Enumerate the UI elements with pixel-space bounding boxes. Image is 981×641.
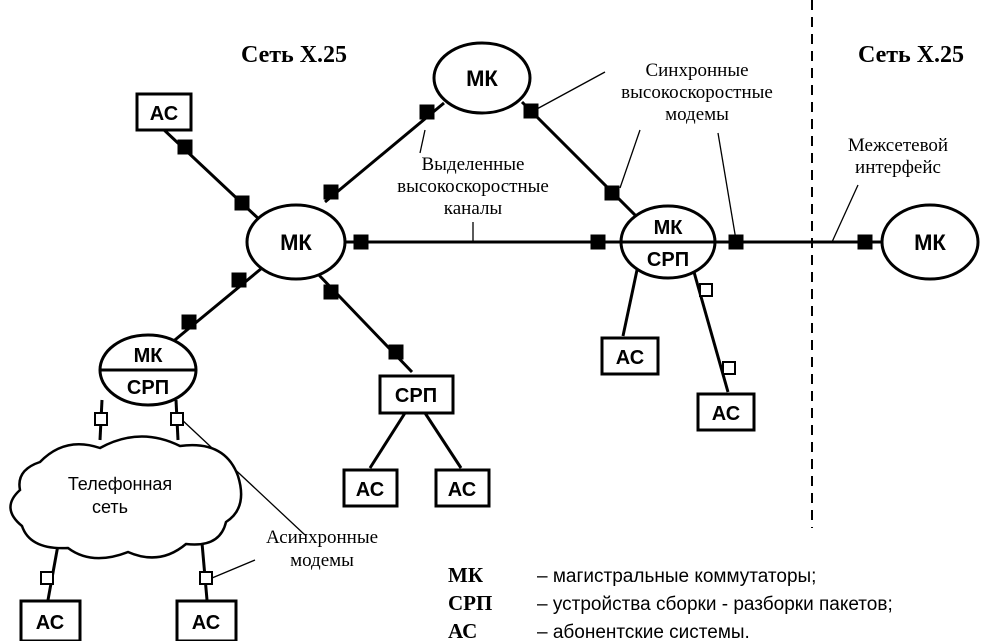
as-box-center-left bbox=[342, 468, 399, 508]
svg-text:высокоскоростные: высокоскоростные bbox=[621, 82, 773, 103]
as-center-right-label: АС bbox=[448, 479, 476, 501]
svg-text:Синхронные: Синхронные bbox=[645, 60, 748, 81]
mk-right-label: МК bbox=[914, 230, 946, 255]
srp-box-center bbox=[378, 374, 455, 415]
mk-srp-left-srp-label: СРП bbox=[127, 377, 169, 399]
async-modem-markers bbox=[40, 283, 736, 585]
sync-modem-markers bbox=[177, 103, 873, 360]
srp-center-label: СРП bbox=[395, 385, 437, 407]
telephone-network-label-line1: Телефонная bbox=[68, 474, 172, 494]
dedicated-channels-annotation: Выделенные высокоскоростные каналы bbox=[397, 154, 549, 219]
mk-node-right bbox=[880, 203, 980, 281]
svg-text:модемы: модемы bbox=[665, 104, 729, 125]
telephone-network-cloud bbox=[9, 435, 243, 560]
leader-lines bbox=[179, 71, 859, 579]
svg-text:каналы: каналы bbox=[444, 198, 503, 219]
telephone-network-label-line2: сеть bbox=[92, 497, 128, 517]
as-bottom-right-label: АС bbox=[192, 612, 220, 634]
mk-srp-node-right bbox=[619, 204, 717, 280]
mk-srp-right-srp-label: СРП bbox=[647, 249, 689, 271]
async-modems-annotation: Асинхронные модемы bbox=[266, 527, 378, 571]
as-box-center-right bbox=[434, 468, 491, 508]
as-box-right-lower-right bbox=[696, 392, 756, 432]
as-right-lower-left-label: АС bbox=[616, 347, 644, 369]
mk-node-center bbox=[245, 203, 347, 281]
legend-def-srp: – устройства сборки - разборки пакетов; bbox=[537, 594, 893, 615]
mk-srp-right-mk-label: МК bbox=[654, 217, 684, 239]
as-bottom-left-label: АС bbox=[36, 612, 64, 634]
as-box-top-left bbox=[135, 92, 193, 132]
legend: МК – магистральные коммутаторы; СРП – ус… bbox=[448, 563, 893, 641]
as-center-left-label: АС bbox=[356, 479, 384, 501]
as-top-left-label: АС bbox=[150, 103, 178, 125]
legend-term-srp: СРП bbox=[448, 591, 492, 615]
mk-srp-left-mk-label: МК bbox=[134, 345, 164, 367]
mk-top-label: МК bbox=[466, 66, 498, 91]
svg-text:высокоскоростные: высокоскоростные bbox=[397, 176, 549, 197]
as-box-right-lower-left bbox=[600, 336, 660, 376]
as-right-lower-right-label: АС bbox=[712, 403, 740, 425]
legend-def-as: – абонентские системы. bbox=[537, 622, 750, 641]
links bbox=[46, 100, 882, 601]
svg-text:Межсетевой: Межсетевой bbox=[848, 135, 948, 156]
left-network-title: Сеть X.25 bbox=[241, 42, 347, 68]
legend-term-as: АС bbox=[448, 619, 477, 641]
mk-srp-node-left bbox=[98, 333, 198, 407]
as-box-bottom-right bbox=[175, 599, 238, 641]
as-box-bottom-left bbox=[19, 599, 82, 641]
legend-def-mk: – магистральные коммутаторы; bbox=[537, 566, 816, 587]
sync-modems-annotation: Синхронные высокоскоростные модемы bbox=[621, 60, 773, 125]
svg-text:Выделенные: Выделенные bbox=[422, 154, 525, 175]
svg-text:модемы: модемы bbox=[290, 550, 354, 571]
svg-text:Асинхронные: Асинхронные bbox=[266, 527, 378, 548]
internetwork-interface-annotation: Межсетевой интерфейс bbox=[848, 135, 948, 178]
right-network-title: Сеть X.25 bbox=[858, 42, 964, 68]
legend-term-mk: МК bbox=[448, 563, 484, 587]
svg-text:интерфейс: интерфейс bbox=[855, 157, 941, 178]
mk-node-top bbox=[432, 41, 532, 115]
mk-center-label: МК bbox=[280, 230, 312, 255]
